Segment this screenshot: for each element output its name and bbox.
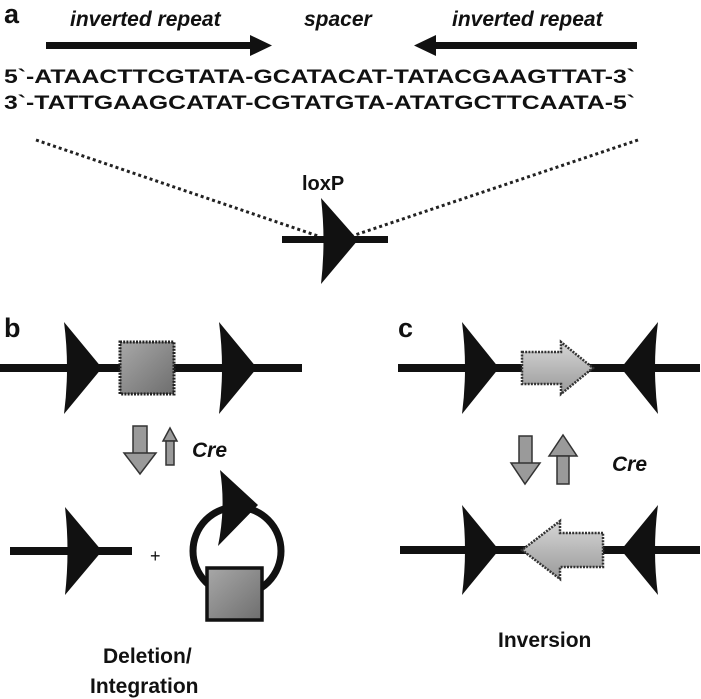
loxp-site-icon <box>282 198 388 284</box>
loxp-triangle-icon <box>462 505 499 595</box>
sequence-top-strand: 5`-ATAACTTCGTATA-GCATACAT-TATACGAAGTTAT-… <box>4 66 635 88</box>
panel-label-a: a <box>4 0 20 29</box>
zoom-line-right <box>351 138 639 238</box>
caption-deletion: Deletion/ <box>103 645 192 668</box>
gene-arrow-forward-icon <box>520 339 595 397</box>
loxp-triangle-icon <box>219 322 257 414</box>
loxp-triangle-icon <box>621 505 658 595</box>
loxp-triangle-icon <box>462 322 499 414</box>
floxed-gene-box <box>118 340 176 396</box>
right-arrow-icon <box>46 35 272 56</box>
excised-gene-box <box>205 566 264 622</box>
up-arrow-icon <box>161 426 179 466</box>
panel-label-b: b <box>4 313 21 343</box>
inverted-repeat-label-left: inverted repeat <box>70 8 222 31</box>
inverted-repeat-label-right: inverted repeat <box>452 8 604 31</box>
sequence-bottom-strand: 3`-TATTGAAGCATAT-CGTATGTA-ATATGCTTCAATA-… <box>4 92 635 114</box>
plus-sign: + <box>150 546 161 566</box>
left-arrow-icon <box>414 35 637 56</box>
up-arrow-icon <box>547 433 579 485</box>
loxp-triangle-icon <box>621 322 658 414</box>
down-arrow-icon <box>122 425 158 476</box>
cre-label-b: Cre <box>192 439 227 462</box>
loxp-triangle-icon <box>218 470 258 546</box>
caption-integration: Integration <box>90 675 199 698</box>
loxp-triangle-icon <box>65 507 102 595</box>
caption-inversion: Inversion <box>498 629 591 652</box>
loxp-label: loxP <box>302 173 344 195</box>
cre-label-c: Cre <box>612 453 647 476</box>
gene-arrow-reverse-icon <box>519 518 605 582</box>
panel-label-c: c <box>398 313 413 343</box>
zoom-line-left <box>35 138 319 238</box>
spacer-label: spacer <box>304 8 374 31</box>
loxp-triangle-icon <box>64 322 102 414</box>
down-arrow-icon <box>509 435 542 486</box>
